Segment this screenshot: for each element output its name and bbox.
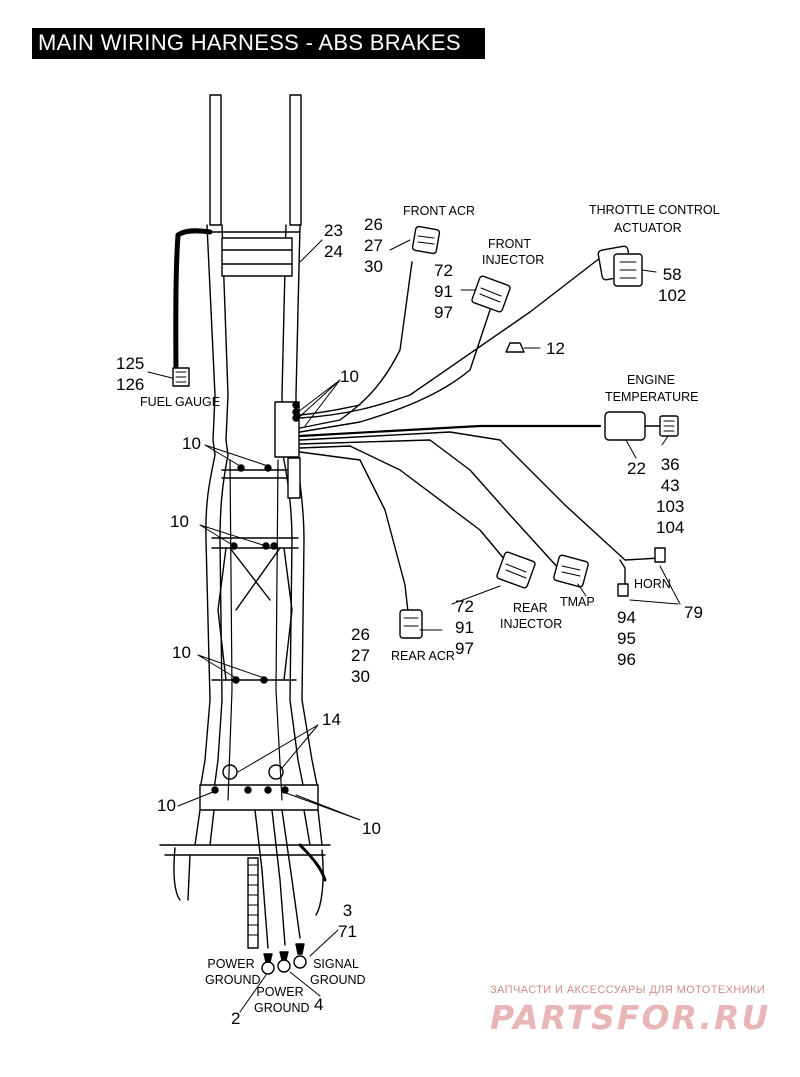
callout-number: 36 xyxy=(660,455,680,474)
callout-ties-2: 10 xyxy=(170,512,189,531)
harness-trunk xyxy=(172,228,661,975)
callout-number: 3 xyxy=(342,901,353,920)
callout-tmap: 94 95 96 xyxy=(617,607,636,670)
label-signal-ground-line1: SIGNAL xyxy=(313,957,359,971)
callout-number: 30 xyxy=(351,667,370,686)
watermark-tagline: ЗАПЧАСТИ И АКСЕССУАРЫ ДЛЯ МОТОТЕХНИКИ xyxy=(490,984,766,996)
label-power-ground-b-line1: POWER xyxy=(256,985,304,999)
callout-power-ground-b: 4 xyxy=(314,995,324,1014)
motorcycle-frame xyxy=(159,94,331,949)
connectors xyxy=(399,225,679,639)
callout-number: 72 xyxy=(434,261,453,280)
callout-number: 97 xyxy=(455,639,474,658)
label-horn: HORN xyxy=(634,577,671,591)
callout-number: 94 xyxy=(617,608,636,627)
callout-number: 104 xyxy=(656,518,685,537)
label-front-injector-line2: INJECTOR xyxy=(482,253,545,267)
callout-ties-5: 10 xyxy=(362,819,381,838)
label-fuel-gauge: FUEL GAUGE xyxy=(140,395,221,409)
callout-number: 27 xyxy=(364,236,383,255)
callout-number: 72 xyxy=(455,597,474,616)
callout-number: 30 xyxy=(364,257,383,276)
label-engine-temp-line1: ENGINE xyxy=(627,373,675,387)
callout-number: 103 xyxy=(656,497,685,516)
callout-ties-3: 10 xyxy=(172,643,191,662)
callout-number: 126 xyxy=(116,375,145,394)
label-power-ground-a-line1: POWER xyxy=(207,957,255,971)
callout-signal-ground: 3 71 xyxy=(338,900,357,942)
callout-number: 58 xyxy=(662,265,682,284)
callout-front-injector: 72 91 97 xyxy=(434,260,453,323)
callout-clip: 12 xyxy=(546,339,565,358)
callout-fuel-gauge: 125 126 xyxy=(116,353,144,395)
callout-horn: 79 xyxy=(684,603,703,622)
callout-throttle: 58 102 xyxy=(658,264,686,306)
callout-engine-temp-sensor: 22 xyxy=(627,459,646,478)
callout-number: 24 xyxy=(324,242,343,261)
callout-ties-top: 10 xyxy=(340,367,359,386)
callout-frame: 23 24 xyxy=(324,220,343,262)
callout-number: 125 xyxy=(116,354,145,373)
callout-power-ground-a: 2 xyxy=(231,1009,241,1028)
callout-rear-injector: 72 91 97 xyxy=(455,596,474,659)
label-rear-injector-line1: REAR xyxy=(513,601,548,615)
callout-number: 97 xyxy=(434,303,453,322)
label-throttle-line1: THROTTLE CONTROL xyxy=(589,203,720,217)
title-bar: MAIN WIRING HARNESS - ABS BRAKES xyxy=(32,28,485,59)
leader-lines xyxy=(147,239,681,1013)
callout-rear-acr: 26 27 30 xyxy=(351,624,370,687)
callout-number: 91 xyxy=(455,618,474,637)
label-engine-temp-line2: TEMPERATURE xyxy=(605,390,699,404)
callout-number: 102 xyxy=(658,286,687,305)
callout-number: 26 xyxy=(351,625,370,644)
label-power-ground-b-line2: GROUND xyxy=(254,1001,310,1015)
callout-ties-4: 10 xyxy=(157,796,176,815)
callout-number: 27 xyxy=(351,646,370,665)
label-front-acr: FRONT ACR xyxy=(403,204,475,218)
label-front-injector-line1: FRONT xyxy=(488,237,532,251)
callout-grommets: 14 xyxy=(322,710,341,729)
label-tmap: TMAP xyxy=(560,595,595,609)
callout-number: 71 xyxy=(338,922,357,941)
label-power-ground-a-line2: GROUND xyxy=(205,973,261,987)
label-rear-acr: REAR ACR xyxy=(391,649,455,663)
callout-number: 43 xyxy=(660,476,680,495)
callout-number: 96 xyxy=(617,650,636,669)
callout-number: 23 xyxy=(324,221,343,240)
callout-number: 95 xyxy=(617,629,636,648)
page-title: MAIN WIRING HARNESS - ABS BRAKES xyxy=(38,30,461,55)
label-throttle-line2: ACTUATOR xyxy=(614,221,682,235)
callout-ties-1: 10 xyxy=(182,434,201,453)
label-signal-ground-line2: GROUND xyxy=(310,973,366,987)
callout-front-acr: 26 27 30 xyxy=(364,214,383,277)
wire-tie-group xyxy=(211,401,300,794)
callout-number: 91 xyxy=(434,282,453,301)
callout-number: 26 xyxy=(364,215,383,234)
callout-engine-temp-conn: 36 43 103 104 xyxy=(656,454,684,538)
watermark-logo: PARTSFOR.RU xyxy=(490,998,771,1037)
label-rear-injector-line2: INJECTOR xyxy=(500,617,563,631)
